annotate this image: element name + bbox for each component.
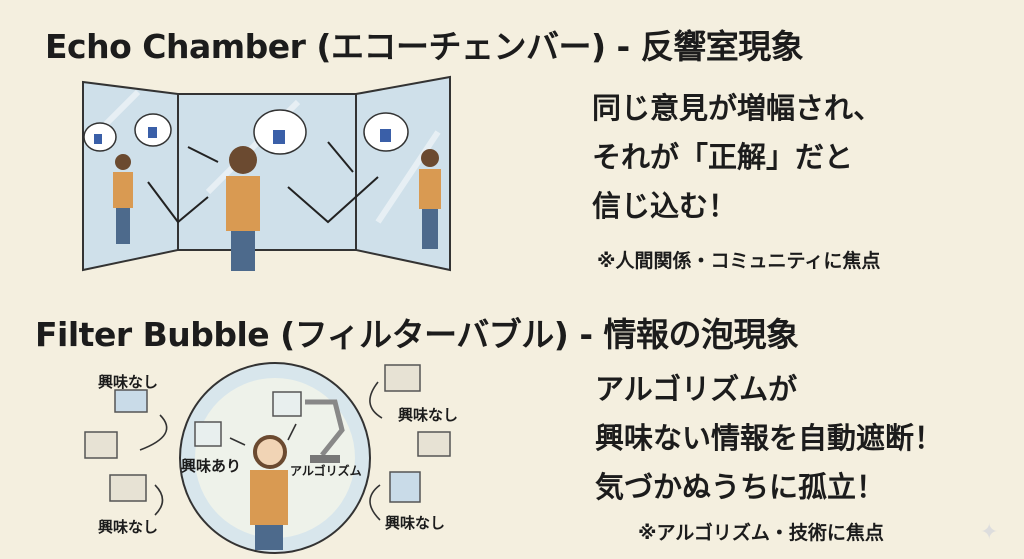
person-figure [113, 146, 441, 271]
echo-chamber-illustration [82, 75, 451, 272]
filter-bubble-title: Filter Bubble (フィルターバブル) - 情報の泡現象 [35, 315, 799, 354]
filter-line-2: 興味ない情報を自動遮断！ [595, 421, 944, 455]
label-no-interest-4: 興味なし [385, 514, 446, 532]
echo-chamber-title: Echo Chamber (エコーチェンバー) - 反響室現象 [45, 27, 804, 66]
article-icon [84, 364, 451, 503]
echo-line-2: それが「正解」だと [592, 140, 854, 174]
echo-note: ※人間関係・コミュニティに焦点 [597, 250, 881, 272]
label-no-interest-2: 興味なし [98, 518, 159, 536]
echo-line-3: 信じ込む！ [592, 189, 738, 223]
filter-line-1: アルゴリズムが [595, 372, 798, 406]
echo-line-1: 同じ意見が増幅され、 [592, 91, 883, 125]
filter-note: ※アルゴリズム・技術に焦点 [638, 522, 884, 544]
person-figure [250, 435, 288, 550]
label-no-interest-3: 興味なし [398, 406, 459, 424]
label-no-interest-1: 興味なし [98, 373, 159, 391]
robot-arm-icon [305, 399, 345, 457]
label-interest: 興味あり [181, 457, 242, 475]
filter-line-3: 気づかぬうちに孤立！ [595, 470, 886, 504]
sparkle-icon: ✦ [980, 520, 999, 545]
filter-bubble-illustration [84, 362, 451, 554]
label-algorithm: アルゴリズム [290, 464, 362, 478]
